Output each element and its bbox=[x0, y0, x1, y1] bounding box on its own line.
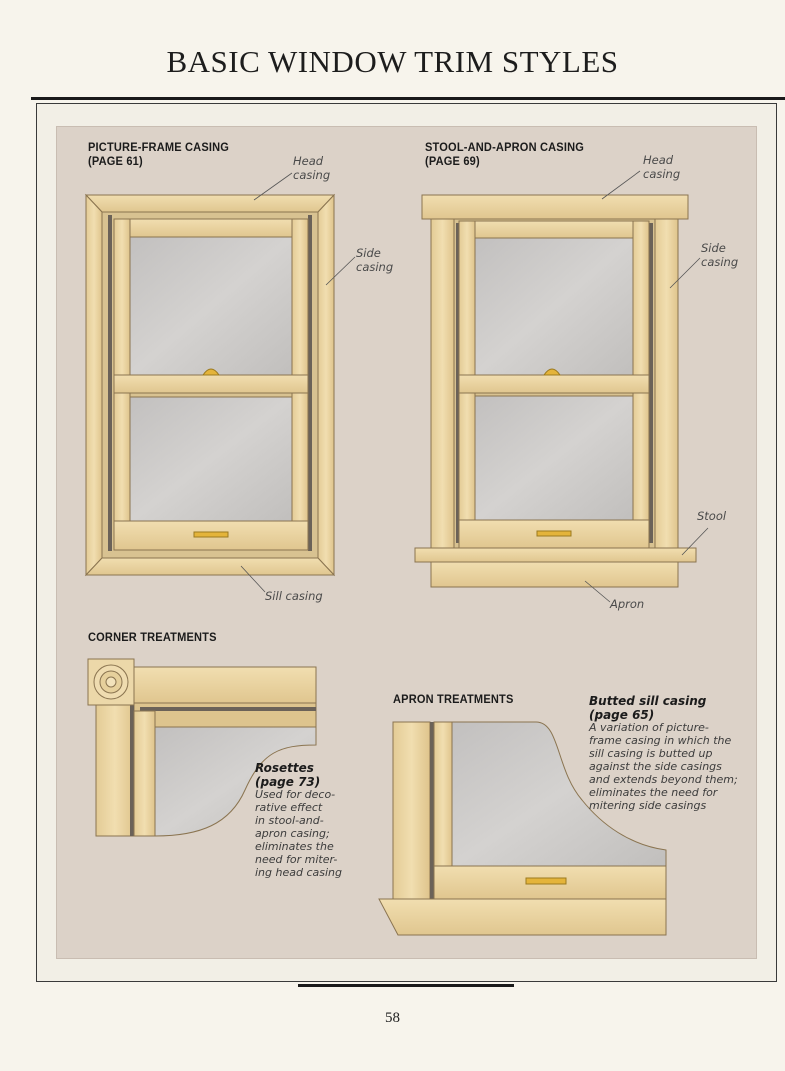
picture-frame-heading: PICTURE-FRAME CASING (PAGE 61) bbox=[88, 140, 229, 168]
rosettes-title: Rosettes (page 73) bbox=[255, 761, 320, 789]
stool-apron-heading: STOOL-AND-APRON CASING (PAGE 69) bbox=[425, 140, 584, 168]
sa-lower-glass bbox=[474, 395, 634, 521]
picture-frame-heading-line1: PICTURE-FRAME CASING bbox=[88, 140, 230, 154]
pf-upper-glass bbox=[129, 236, 293, 376]
pf-sash-lift bbox=[193, 531, 229, 538]
pf-lower-glass bbox=[129, 396, 293, 522]
sa-head-casing-label-line1: Head bbox=[643, 153, 674, 167]
pf-side-casing-label-line1: Side bbox=[356, 246, 381, 260]
picture-frame-window bbox=[84, 193, 336, 577]
corner-treatment-detail bbox=[87, 658, 317, 837]
picture-frame-heading-line2: (PAGE 61) bbox=[88, 154, 143, 168]
sa-side-casing-label-line2: casing bbox=[701, 255, 739, 269]
sa-head-casing-label-line2: casing bbox=[643, 167, 681, 181]
pf-head-casing bbox=[84, 194, 336, 213]
sa-apron-label: Apron bbox=[610, 597, 645, 611]
pf-left-casing bbox=[85, 193, 103, 577]
rosettes-title-line1: Rosettes bbox=[255, 761, 314, 775]
header-rule-tab bbox=[760, 97, 785, 100]
sa-left-casing bbox=[430, 218, 455, 549]
stool-apron-heading-line2: (PAGE 69) bbox=[425, 154, 480, 168]
apron-treatments-heading: APRON TREATMENTS bbox=[393, 692, 514, 706]
page-number: 58 bbox=[385, 1010, 400, 1026]
sa-stool-label: Stool bbox=[697, 509, 727, 523]
pf-sill-casing bbox=[84, 557, 336, 576]
sa-head-casing bbox=[421, 194, 689, 220]
sa-side-casing-label-line1: Side bbox=[701, 241, 726, 255]
corner-treatments-heading: CORNER TREATMENTS bbox=[88, 630, 217, 644]
sa-stool bbox=[414, 547, 697, 563]
butted-sill-title-line2: (page 65) bbox=[589, 708, 655, 722]
apron-treatment-detail bbox=[378, 721, 667, 936]
pf-head-casing-label-line1: Head bbox=[293, 154, 324, 168]
pf-side-casing-label-line2: casing bbox=[356, 260, 394, 274]
butted-sill-title: Butted sill casing (page 65) bbox=[589, 694, 706, 722]
pf-right-casing bbox=[317, 193, 335, 577]
header-rule bbox=[31, 97, 779, 100]
butted-sill-description: A variation of picture- frame casing in … bbox=[589, 721, 738, 812]
pf-side-casing-label: Side casing bbox=[356, 246, 393, 274]
sa-head-casing-label: Head casing bbox=[643, 153, 680, 181]
pf-head-casing-label-line2: casing bbox=[293, 168, 331, 182]
butted-sill-casing bbox=[378, 898, 667, 936]
pf-head-casing-label: Head casing bbox=[293, 154, 330, 182]
footer-rule bbox=[298, 984, 514, 987]
rosettes-title-line2: (page 73) bbox=[255, 775, 321, 789]
sa-right-casing bbox=[654, 218, 679, 549]
rosettes-description: Used for deco- rative effect in stool-an… bbox=[255, 788, 342, 879]
page-title: BASIC WINDOW TRIM STYLES bbox=[166, 44, 619, 79]
butted-sill-title-line1: Butted sill casing bbox=[589, 694, 707, 708]
sa-apron bbox=[430, 561, 679, 588]
pf-sill-casing-label: Sill casing bbox=[265, 589, 323, 603]
stool-apron-window bbox=[414, 194, 697, 588]
stool-apron-heading-line1: STOOL-AND-APRON CASING bbox=[425, 140, 585, 154]
sa-side-casing-label: Side casing bbox=[701, 241, 738, 269]
sa-upper-glass bbox=[474, 237, 634, 376]
